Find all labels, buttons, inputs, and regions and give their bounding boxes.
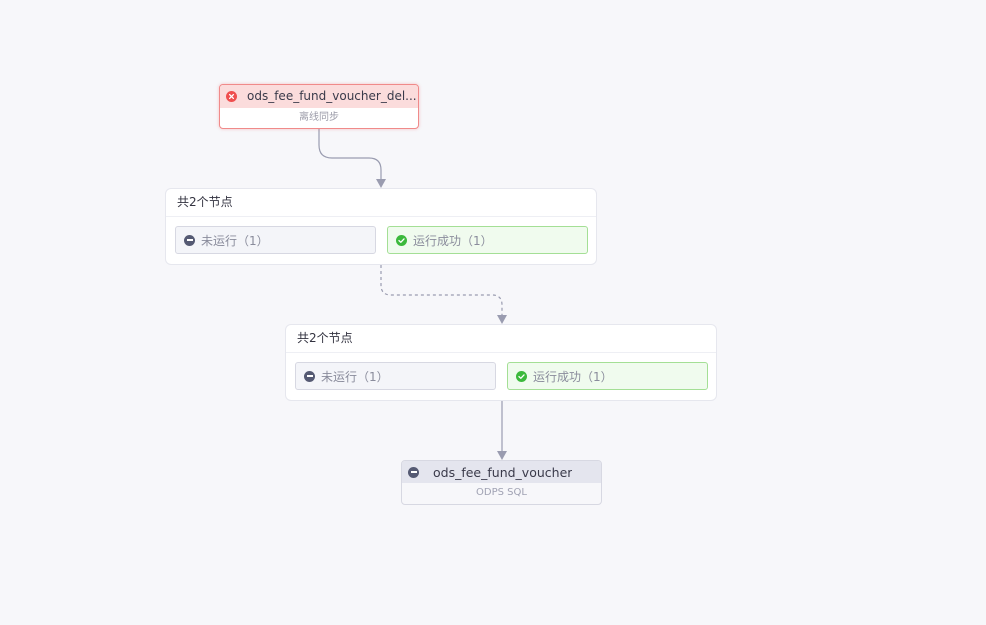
- group-2-not-run-label: 未运行（1）: [321, 369, 389, 384]
- node-failed-type: 离线同步: [220, 107, 418, 128]
- node-failed[interactable]: ods_fee_fund_voucher_del... 离线同步: [219, 84, 419, 129]
- group-2-success-pill[interactable]: 运行成功（1）: [507, 362, 708, 390]
- group-2-header: 共2个节点: [286, 325, 716, 353]
- group-1-success-pill[interactable]: 运行成功（1）: [387, 226, 588, 254]
- group-1-not-run-label: 未运行（1）: [201, 233, 269, 248]
- edge-arrow-group2: [497, 315, 507, 324]
- group-1-not-run-pill[interactable]: 未运行（1）: [175, 226, 376, 254]
- check-circle-icon: [396, 234, 407, 246]
- node-target-title: ods_fee_fund_voucher: [433, 464, 573, 480]
- node-group-1[interactable]: 共2个节点 未运行（1） 运行成功（1）: [165, 188, 597, 265]
- group-1-header: 共2个节点: [166, 189, 596, 217]
- error-icon: [226, 90, 237, 102]
- node-target[interactable]: ods_fee_fund_voucher ODPS SQL: [401, 460, 602, 505]
- edge-arrow-group1: [376, 179, 386, 188]
- node-target-type: ODPS SQL: [476, 487, 527, 498]
- node-failed-title: ods_fee_fund_voucher_del...: [247, 89, 417, 103]
- minus-circle-icon: [408, 466, 419, 478]
- node-target-header: ods_fee_fund_voucher: [402, 461, 601, 483]
- group-2-success-label: 运行成功（1）: [533, 369, 613, 384]
- minus-circle-icon: [304, 370, 315, 382]
- node-group-2[interactable]: 共2个节点 未运行（1） 运行成功（1）: [285, 324, 717, 401]
- edge-node-to-group1: [318, 129, 382, 180]
- edge-group1-to-group2: [380, 265, 503, 316]
- edge-arrow-node: [497, 451, 507, 460]
- minus-circle-icon: [184, 234, 195, 246]
- group-1-success-label: 运行成功（1）: [413, 233, 493, 248]
- node-failed-header: ods_fee_fund_voucher_del...: [220, 85, 418, 107]
- group-2-not-run-pill[interactable]: 未运行（1）: [295, 362, 496, 390]
- check-circle-icon: [516, 370, 527, 382]
